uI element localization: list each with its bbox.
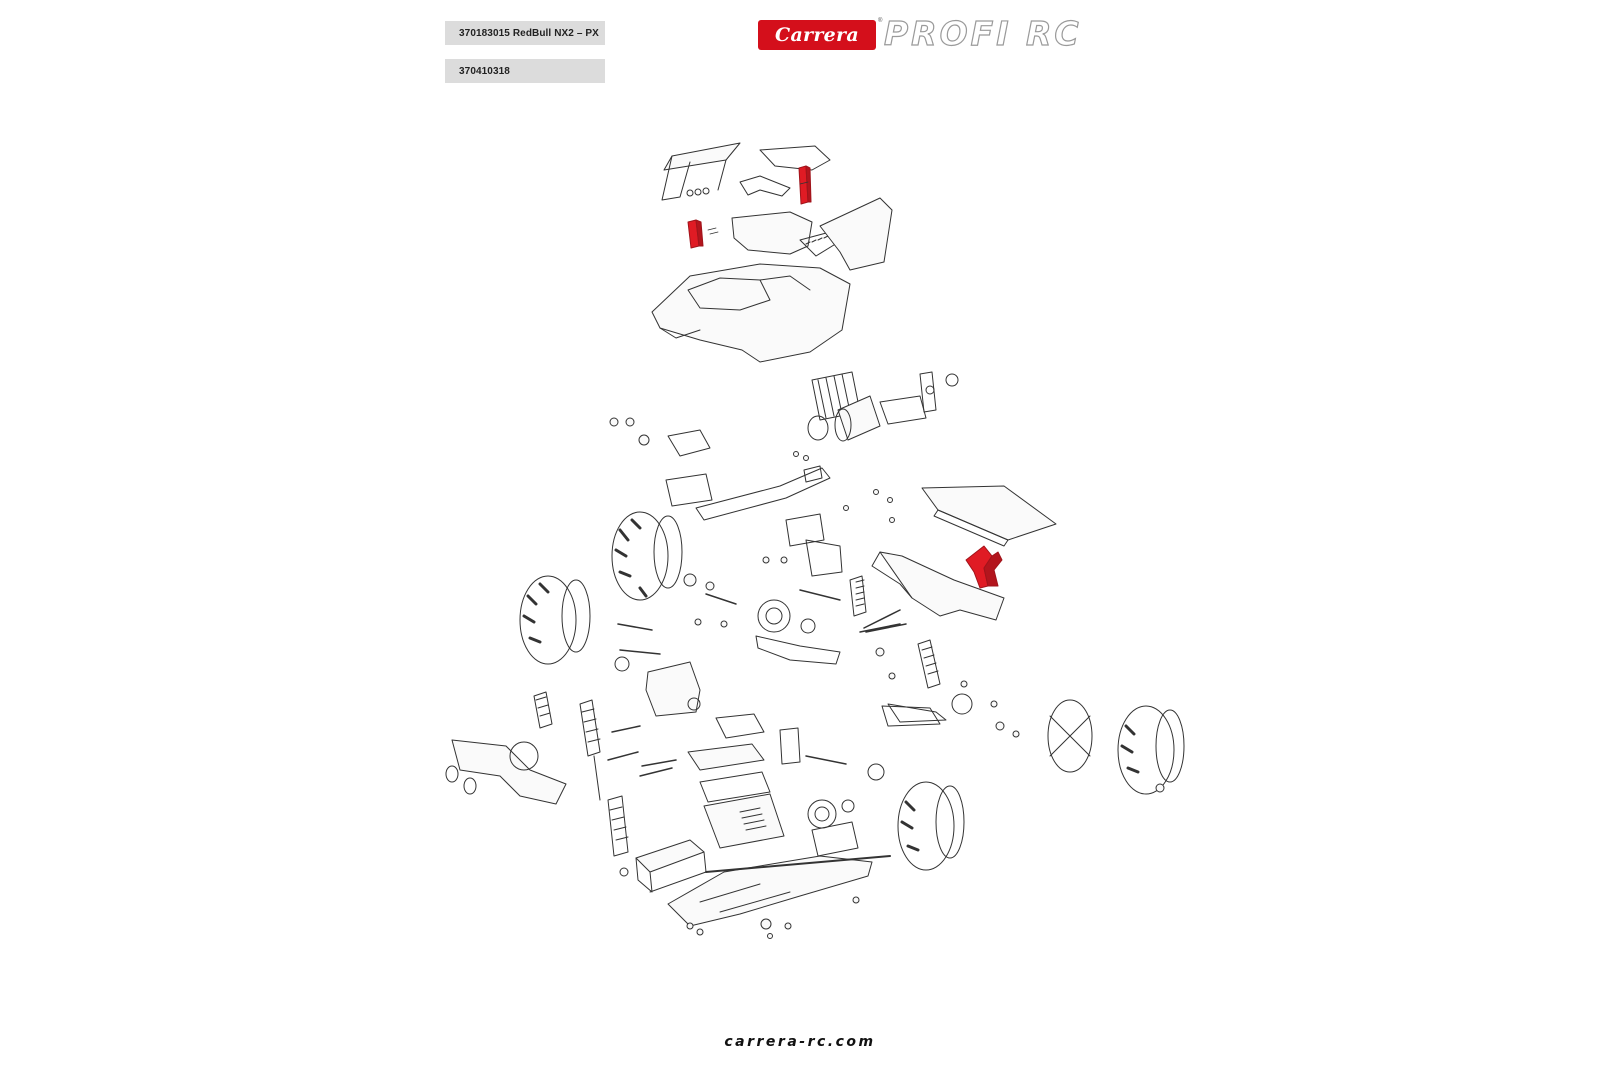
rear-gearbox-part bbox=[811, 763, 885, 857]
rear-shock-right-part bbox=[917, 639, 941, 689]
receiver-box-part bbox=[687, 743, 785, 849]
motor-can-part bbox=[834, 395, 881, 442]
spur-gear-part bbox=[807, 799, 855, 829]
body-shell-part bbox=[651, 263, 851, 363]
front-gearbox-part bbox=[757, 539, 843, 634]
rear-wing-plate-part bbox=[921, 485, 1057, 547]
steering-block-part bbox=[614, 656, 701, 717]
screw-set-upper bbox=[609, 417, 895, 523]
front-arm-part bbox=[715, 713, 801, 765]
carrera-logo-text: Carrera bbox=[775, 24, 859, 46]
tie-rods bbox=[617, 589, 907, 655]
side-pod-part bbox=[819, 197, 893, 271]
brand-header: Carrera ® PROFI RC bbox=[758, 13, 1158, 54]
rear-hub-right-part bbox=[887, 693, 973, 723]
front-left-wheel-part bbox=[611, 511, 683, 601]
rear-left-wheel-part bbox=[897, 781, 965, 871]
hinge-pins bbox=[607, 623, 901, 777]
pinion-gear-part bbox=[945, 373, 959, 387]
product-code-label: 370183015 RedBull NX2 – PX bbox=[445, 21, 605, 45]
rear-right-wheel-part bbox=[1047, 699, 1185, 795]
center-brace-part bbox=[695, 465, 831, 547]
long-shock-part bbox=[579, 699, 629, 877]
carrera-logo: Carrera bbox=[758, 20, 876, 50]
product-code-text: 370183015 RedBull NX2 – PX bbox=[459, 27, 599, 39]
servo-mount-part bbox=[665, 429, 713, 507]
rear-arm-right-part bbox=[881, 705, 941, 727]
hardware-small-parts bbox=[683, 556, 1165, 793]
body-post-highlight-left bbox=[687, 219, 704, 249]
motor-mount-part bbox=[879, 371, 937, 425]
front-right-wheel-part bbox=[519, 575, 591, 665]
engine-cover-part bbox=[731, 211, 843, 257]
rear-cover-part bbox=[759, 145, 831, 171]
part-number-text: 370410318 bbox=[459, 65, 510, 77]
wing-mount-part bbox=[686, 175, 791, 197]
rear-bumper-part bbox=[871, 551, 1005, 621]
screw-set-bottom bbox=[686, 896, 860, 939]
product-line-title: PROFI RC bbox=[883, 13, 1082, 53]
front-a-arm-part bbox=[755, 635, 841, 665]
body-post-highlight-right bbox=[798, 165, 812, 205]
front-bumper-part bbox=[445, 739, 567, 805]
rear-wing-part bbox=[661, 142, 741, 201]
footer-url[interactable]: carrera-rc.com bbox=[724, 1034, 876, 1050]
part-number-label: 370410318 bbox=[445, 59, 605, 83]
front-shock-part bbox=[849, 575, 867, 617]
front-shock-left-part bbox=[533, 691, 553, 729]
battery-part bbox=[635, 839, 707, 893]
chassis-plate-part bbox=[667, 855, 891, 927]
rear-brace-highlight bbox=[965, 545, 1003, 589]
motor-plate-part bbox=[807, 415, 829, 441]
registered-mark: ® bbox=[878, 18, 883, 24]
